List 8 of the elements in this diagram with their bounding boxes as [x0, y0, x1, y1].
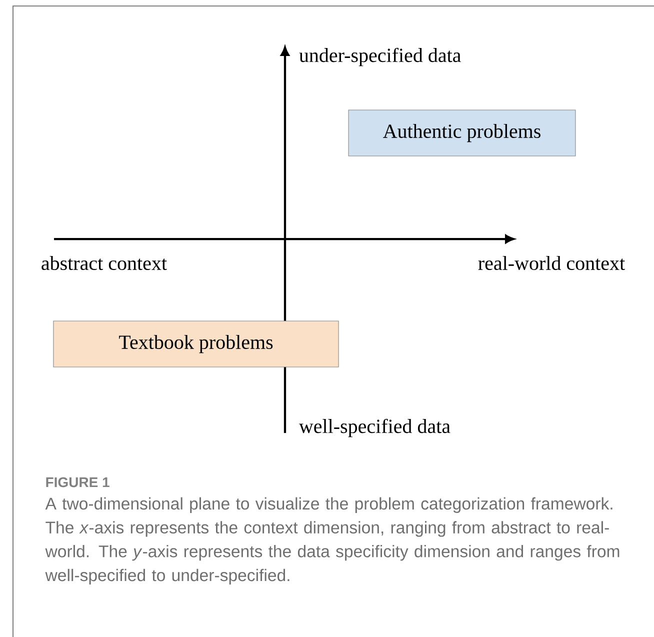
category-box: Textbook problems	[53, 320, 339, 368]
figure-number: FIGURE 1	[46, 477, 110, 488]
caption: A two-dimensional plane to visualize the problem categorization framework. The x-axis represents the context dimension, ranging from abstract to real-world. The y-axis represents the data specificity dimension and ranges from well-specified to under-specified.	[45, 497, 620, 585]
axis-label: well-specified data	[298, 418, 450, 438]
category-box: Authentic problems	[348, 110, 576, 156]
axis-label: abstract context	[42, 256, 167, 270]
axis-label: under-specified data	[299, 48, 461, 66]
axis-label: real-world context	[478, 256, 625, 270]
